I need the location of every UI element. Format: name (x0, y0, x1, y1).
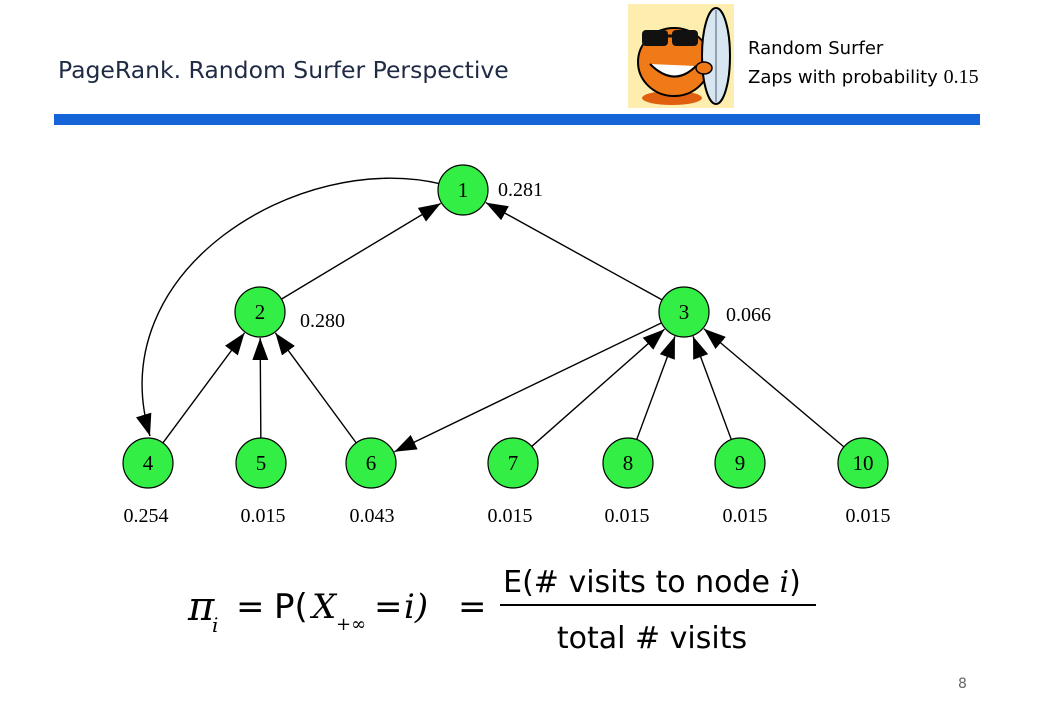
edge-3-to-1 (485, 201, 663, 301)
edge-10-to-3 (703, 328, 845, 448)
stationary-distribution-formula: π i = P( X +∞ = i) = E(# visits to node … (187, 565, 816, 656)
node-10-circle (837, 437, 889, 489)
node-5-circle (235, 437, 287, 489)
edge-8-to-3 (636, 336, 676, 440)
formula-numerator-prefix: E(# visits to node (503, 565, 779, 600)
zap-text: Zaps with probability (748, 67, 944, 88)
formula-equals-inner: = (374, 587, 403, 627)
title-underline-bar (54, 114, 980, 125)
node-8-pagerank-value: 0.015 (605, 505, 650, 527)
node-6: 6 0.043 (345, 437, 397, 527)
formula-numerator: E(# visits to node i) (503, 565, 801, 600)
formula-probability-p: P( (274, 587, 308, 627)
nodes: 1 0.281 2 0.280 3 0.066 4 0.254 5 0.015 6 0.043 7 0.0… (122, 164, 891, 527)
surfer-caption-line2: Zaps with probability 0.15 (748, 63, 979, 92)
node-10: 10 0.015 (837, 437, 891, 527)
page-number: 8 (958, 676, 967, 692)
node-9-circle (714, 437, 766, 489)
formula-equals-2: = (458, 587, 487, 627)
slide-title: PageRank. Random Surfer Perspective (58, 56, 509, 84)
formula-numerator-suffix: ) (789, 565, 801, 600)
node-2-pagerank-value: 0.280 (300, 310, 345, 332)
node-2-label: 2 (255, 300, 266, 324)
node-7: 7 0.015 (487, 437, 539, 527)
edges (136, 177, 845, 453)
node-5-label: 5 (256, 451, 267, 475)
formula-denominator: total # visits (557, 621, 747, 656)
edge-4-to-2 (162, 332, 246, 444)
node-9-label: 9 (735, 451, 746, 475)
node-1: 1 0.281 (437, 164, 543, 216)
pagerank-graph: 1 0.281 2 0.280 3 0.066 4 0.254 5 0.015 6 0.043 7 0.0… (122, 164, 891, 527)
node-1-circle (437, 164, 489, 216)
edge-5-to-2 (252, 337, 269, 439)
node-10-pagerank-value: 0.015 (846, 505, 891, 527)
formula-numerator-var: i (780, 565, 790, 600)
node-1-pagerank-value: 0.281 (498, 179, 543, 201)
node-3: 3 0.066 (658, 286, 771, 338)
node-6-circle (345, 437, 397, 489)
formula-pi: π (187, 584, 215, 630)
node-9-pagerank-value: 0.015 (723, 505, 768, 527)
node-6-label: 6 (366, 451, 377, 475)
formula-x: X (309, 587, 338, 627)
node-4-circle (122, 437, 174, 489)
surfer-cartoon-icon (628, 4, 734, 108)
node-2-circle (234, 286, 286, 338)
surfer-caption: Random Surfer Zaps with probability 0.15 (748, 34, 979, 92)
node-3-circle (658, 286, 710, 338)
formula-x-subscript: +∞ (336, 614, 366, 635)
surfer-caption-line1: Random Surfer (748, 38, 884, 59)
edge-7-to-3 (531, 328, 665, 447)
edge-6-to-2 (274, 332, 357, 444)
node-7-label: 7 (508, 451, 519, 475)
formula-i-close: i) (404, 587, 428, 627)
node-2: 2 0.280 (234, 286, 345, 338)
zap-probability: 0.15 (943, 66, 979, 88)
node-7-circle (487, 437, 539, 489)
node-5: 5 0.015 (235, 437, 287, 527)
node-8-label: 8 (623, 451, 634, 475)
edge-1-to-4 (136, 177, 442, 437)
edge-9-to-3 (692, 336, 732, 440)
edge-3-to-6 (394, 322, 662, 453)
node-8: 8 0.015 (602, 437, 654, 527)
node-6-pagerank-value: 0.043 (350, 505, 395, 527)
node-4: 4 0.254 (122, 437, 174, 527)
node-9: 9 0.015 (714, 437, 768, 527)
node-8-circle (602, 437, 654, 489)
edge-2-to-1 (281, 202, 442, 300)
formula-equals-1: = (236, 587, 265, 627)
node-4-pagerank-value: 0.254 (124, 505, 169, 527)
node-7-pagerank-value: 0.015 (488, 505, 533, 527)
node-5-pagerank-value: 0.015 (241, 505, 286, 527)
node-3-label: 3 (679, 300, 690, 324)
formula-pi-subscript: i (212, 613, 218, 637)
node-4-label: 4 (143, 451, 154, 475)
node-3-pagerank-value: 0.066 (726, 304, 771, 326)
node-10-label: 10 (853, 451, 874, 475)
node-1-label: 1 (458, 178, 469, 202)
